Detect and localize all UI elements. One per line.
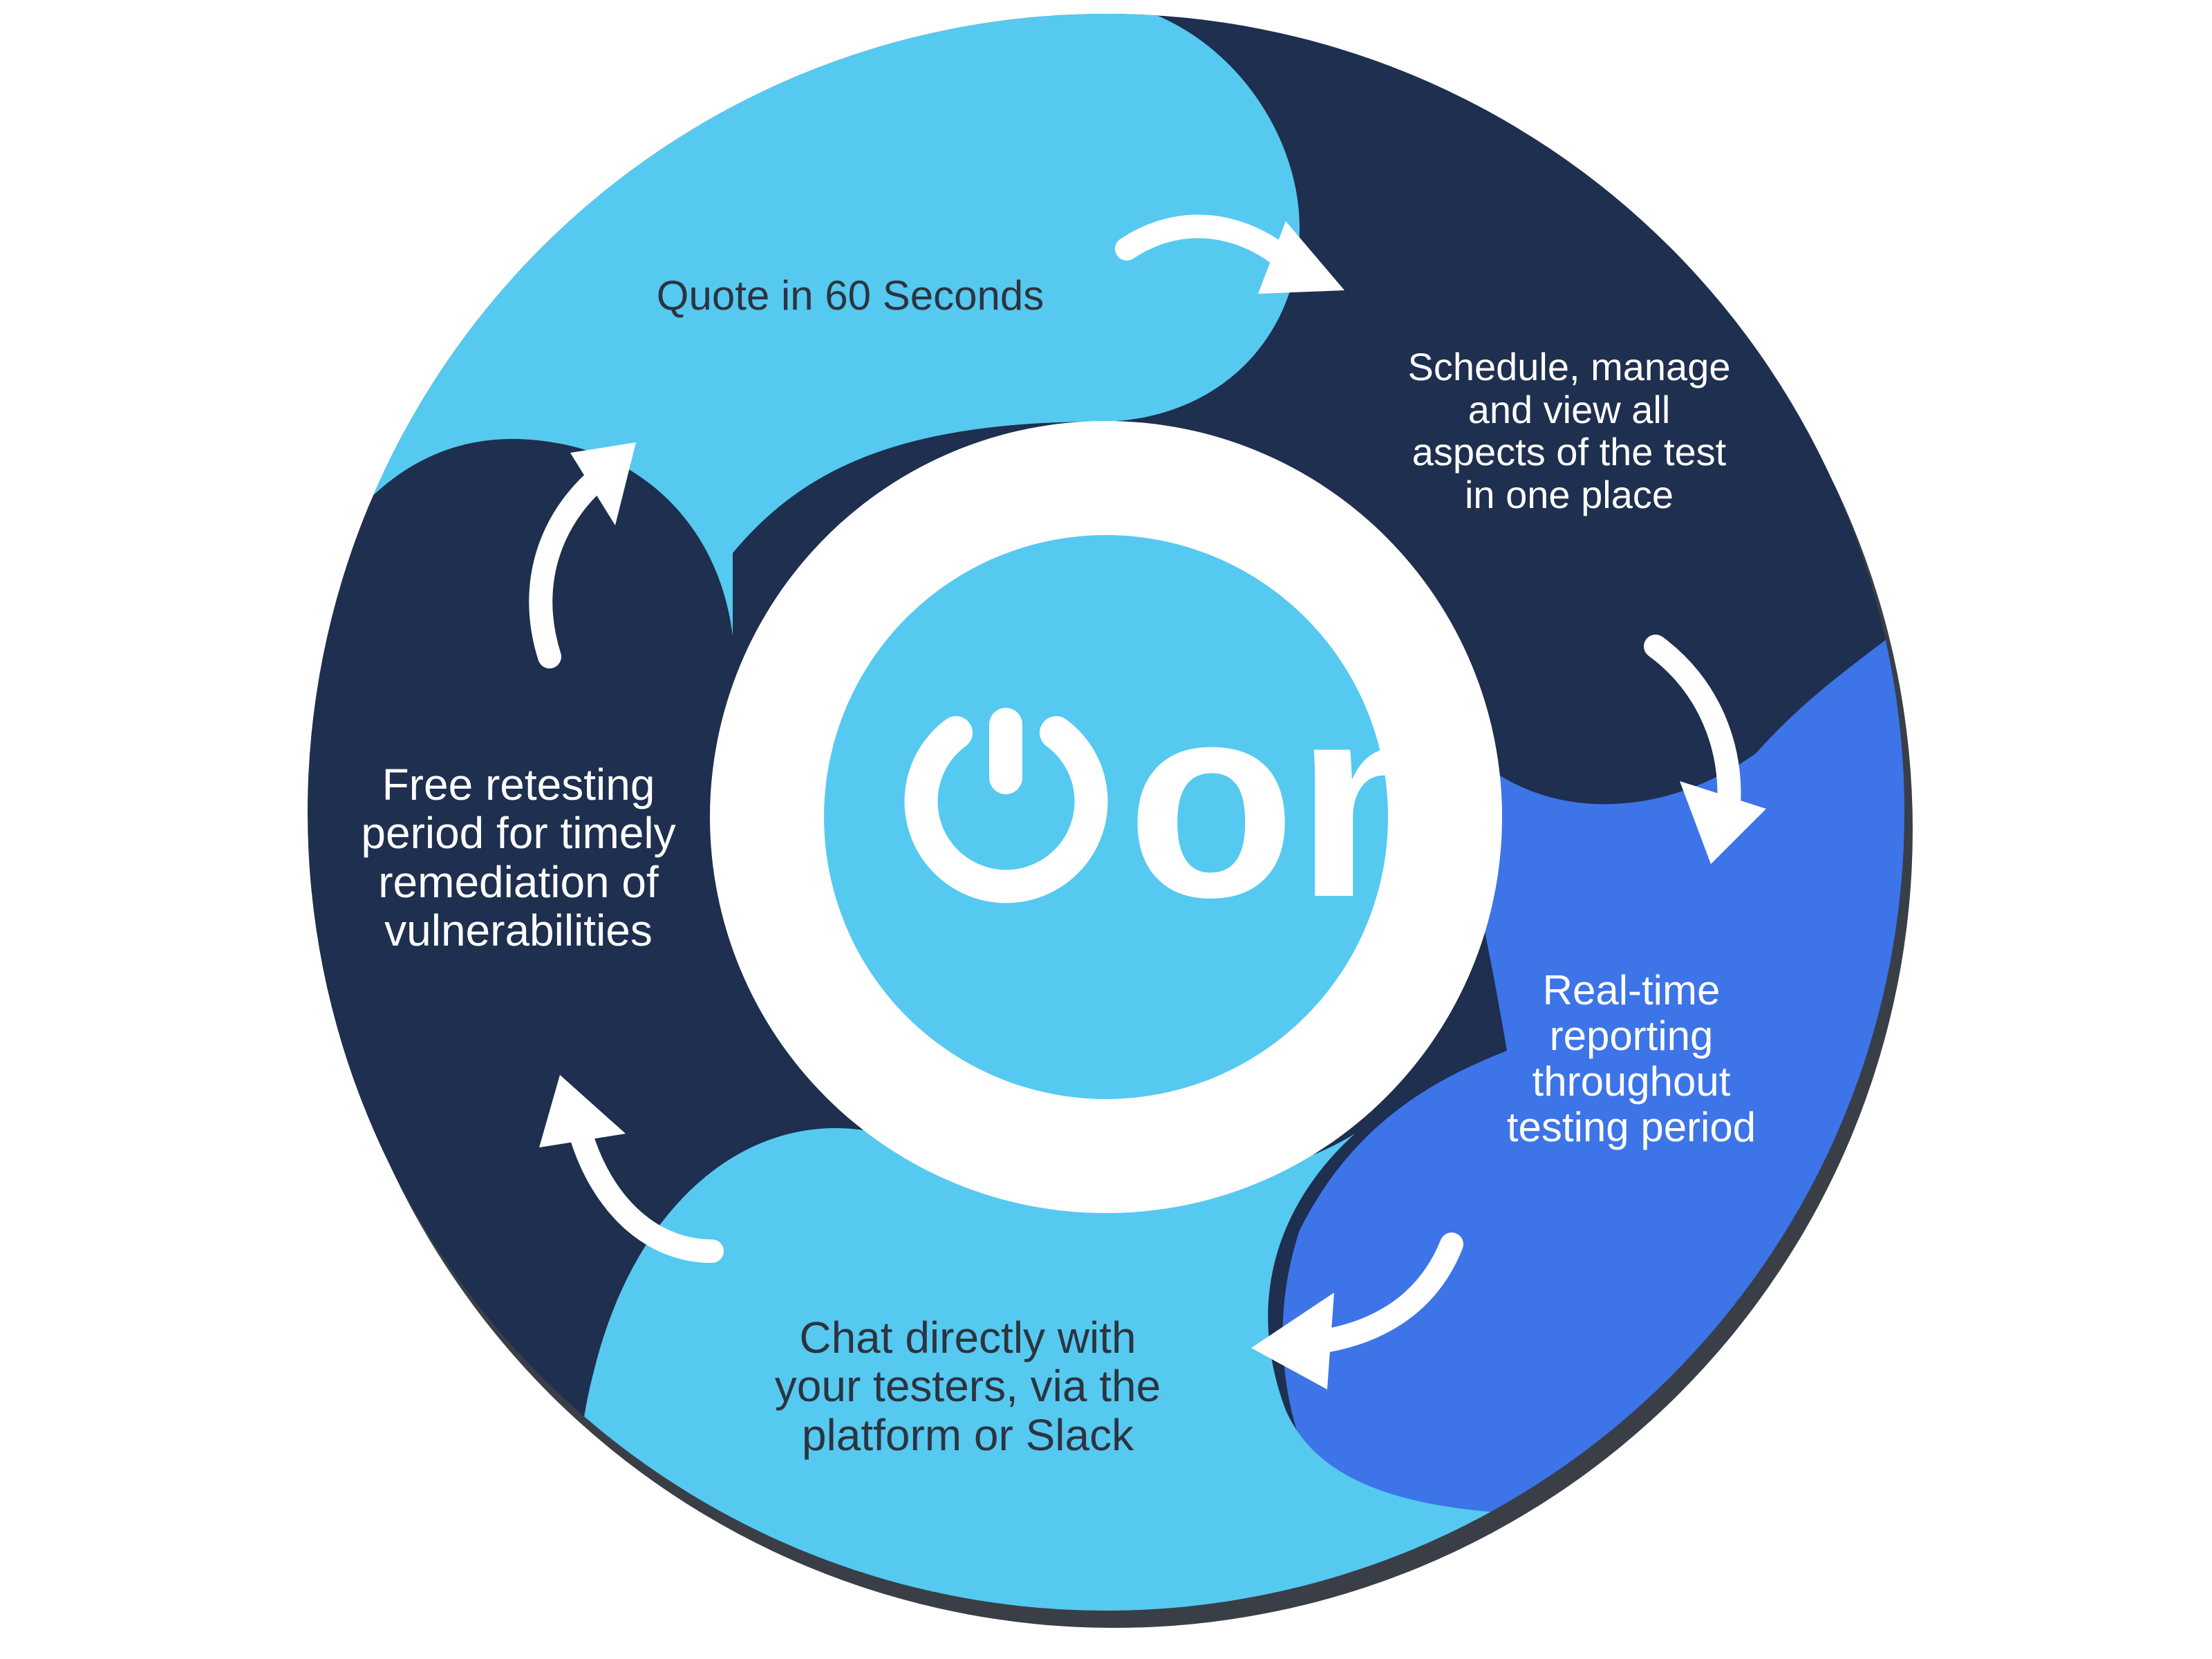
step-chat-line-3: platform or Slack: [801, 1409, 1134, 1460]
step-retest-line-2: period for timely: [361, 808, 676, 859]
step-schedule-line-1: Schedule, manage: [1407, 345, 1731, 388]
segment-chat: [578, 1127, 1521, 1611]
power-icon: [904, 708, 1108, 903]
step-schedule-line-4: in one place: [1464, 472, 1674, 516]
step-chat-line-2: your testers, via the: [774, 1361, 1161, 1412]
step-quote-label: Quote in 60 Seconds: [608, 273, 1092, 319]
step-reporting-line-2: reporting: [1549, 1013, 1714, 1059]
arrow-retest-to-quote-icon: [529, 442, 636, 668]
arrow-reporting-to-chat-icon: [1251, 1232, 1463, 1389]
logo-text: on: [1127, 646, 1465, 955]
step-schedule-line-2: and view all: [1468, 387, 1671, 431]
step-schedule-line-3: aspects of the test: [1412, 430, 1727, 474]
arrow-chat-to-retest-icon: [539, 1075, 724, 1263]
step-reporting-line-1: Real-time: [1542, 967, 1721, 1013]
step-retest-line-3: remediation of: [378, 856, 659, 907]
step-quote-line-1: Quote in 60 Seconds: [656, 272, 1044, 319]
arrow-schedule-to-reporting-icon: [1644, 635, 1766, 864]
step-chat-line-1: Chat directly with: [799, 1313, 1136, 1362]
step-reporting-line-3: throughout: [1532, 1058, 1731, 1105]
step-retest-line-4: vulnerabilities: [384, 906, 653, 956]
step-reporting-line-4: testing period: [1506, 1104, 1756, 1150]
arrow-quote-to-schedule-icon: [1115, 214, 1344, 294]
step-retest-line-1: Free retesting: [382, 760, 655, 809]
